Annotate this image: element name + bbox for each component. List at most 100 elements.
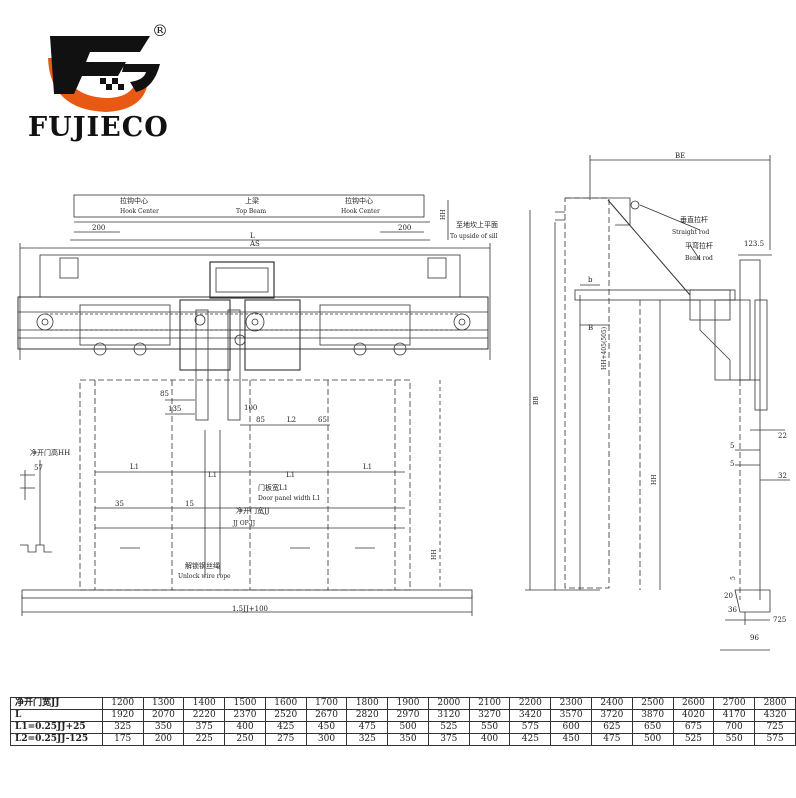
dim-HH: HH <box>651 475 658 485</box>
L1-b: L1 <box>208 471 217 479</box>
side-wall <box>564 197 610 589</box>
spec-cell: 1500 <box>224 697 266 710</box>
spec-cell: 325 <box>101 721 144 734</box>
spec-cell: 575 <box>509 721 552 734</box>
spec-cell: 350 <box>142 721 185 734</box>
L1-a: L1 <box>130 463 139 471</box>
dim-5b: 5 <box>730 460 734 468</box>
L1-c: L1 <box>286 471 295 479</box>
hook-center-right-en: Hook Center <box>341 208 380 215</box>
spec-cell: 1600 <box>264 697 307 710</box>
logo-g-hook <box>122 64 160 92</box>
spec-cell: 2100 <box>468 697 511 710</box>
dim-36: 36 <box>728 606 737 614</box>
spec-cell: 400 <box>468 733 511 746</box>
spec-cell: 2300 <box>550 697 592 710</box>
logo-flag-2 <box>112 78 118 84</box>
fujieco-logo: ® <box>48 21 168 112</box>
hook-center-left-cn: 拉钩中心 <box>120 196 148 205</box>
dim-BB: BB <box>533 396 540 405</box>
spec-cell: 2800 <box>754 697 796 710</box>
dim-96: 96 <box>750 634 759 642</box>
dim-5c: 5 <box>730 576 737 580</box>
spec-cell: 2070 <box>142 709 185 722</box>
spec-cell: 3120 <box>427 709 470 722</box>
spec-row-label: L2=0.25JJ-125 <box>10 733 103 746</box>
spec-cell: 3720 <box>591 709 633 722</box>
spec-cell: 3270 <box>468 709 511 722</box>
spec-cell: 2600 <box>672 697 715 710</box>
sill-en: To upside of sill <box>450 233 498 240</box>
dim-L: L <box>250 232 255 240</box>
clear-height-cn: 净开门高HH <box>30 448 70 457</box>
spec-cell: 550 <box>713 733 756 746</box>
dim-15: 15 <box>185 500 194 508</box>
motor-box <box>209 261 275 299</box>
dim-HH405: HH+405(505) <box>601 327 608 370</box>
spec-cell: 3870 <box>631 709 674 722</box>
hook-center-left-en: Hook Center <box>120 208 159 215</box>
spec-cell: 600 <box>550 721 592 734</box>
spec-cell: 425 <box>509 733 552 746</box>
dim-B: B <box>588 324 593 332</box>
sill <box>21 589 473 599</box>
spec-cell: 1800 <box>346 697 389 710</box>
dim-85: 85 <box>160 390 169 398</box>
dim-200-left: 200 <box>92 224 105 232</box>
spec-cell: 575 <box>754 733 796 746</box>
spec-cell: 300 <box>305 733 348 746</box>
spec-cell: 400 <box>224 721 266 734</box>
spec-cell: 1900 <box>387 697 429 710</box>
dim-85b: 85 <box>256 416 265 424</box>
dim-35: 35 <box>115 500 124 508</box>
spec-cell: 725 <box>754 721 796 734</box>
spec-cell: 2400 <box>591 697 633 710</box>
spec-cell: 525 <box>427 721 470 734</box>
spec-cell: 375 <box>427 733 470 746</box>
bend-rod-cn: 平弯拉杆 <box>685 241 713 250</box>
unlock-cn: 解锁钢丝绳 <box>185 561 220 570</box>
spec-row-label: 净开门宽JJ <box>10 697 103 710</box>
top-beam-cn: 上梁 <box>245 196 259 205</box>
spec-cell: 500 <box>387 721 429 734</box>
spec-cell: 2200 <box>509 697 552 710</box>
hanger-rail <box>17 296 489 350</box>
spec-cell: 2700 <box>713 697 756 710</box>
brand-name: FUJIECO <box>28 112 169 143</box>
spec-cell: 425 <box>264 721 307 734</box>
clear-width-en: JJ OP-JJ <box>232 520 256 527</box>
spec-cell: 275 <box>264 733 307 746</box>
door-panel-en: Door panel width L1 <box>258 495 320 502</box>
spec-cell: 4020 <box>672 709 715 722</box>
dim-22: 22 <box>778 432 787 440</box>
top-beam-label-box <box>73 194 425 218</box>
spec-cell: 4320 <box>754 709 796 722</box>
spec-cell: 1700 <box>305 697 348 710</box>
spec-cell: 175 <box>101 733 144 746</box>
spec-cell: 3570 <box>550 709 592 722</box>
spec-cell: 475 <box>346 721 389 734</box>
dim-57: 57 <box>34 464 43 472</box>
logo-flag-1 <box>100 78 106 84</box>
technical-drawing: 拉钩中心 Hook Center 上梁 Top Beam 拉钩中心 Hook C… <box>17 152 790 651</box>
spec-cell: 525 <box>672 733 715 746</box>
logo-flag-4 <box>118 84 124 90</box>
spec-cell: 2370 <box>224 709 266 722</box>
spec-cell: 1200 <box>101 697 144 710</box>
bend-rod-en: Bend rod <box>685 255 713 262</box>
logo-flag-3 <box>106 84 112 90</box>
top-beam-en: Top Beam <box>236 208 266 215</box>
spec-cell: 475 <box>591 733 633 746</box>
spec-cell: 1300 <box>142 697 185 710</box>
logo-orange-arc <box>48 58 148 112</box>
spec-cell: 3420 <box>509 709 552 722</box>
bottom-dim: 1.5JJ+100 <box>232 605 268 613</box>
spec-cell: 2500 <box>631 697 674 710</box>
hook-center-right-cn: 拉钩中心 <box>345 196 373 205</box>
logo-black-f <box>50 36 150 94</box>
spec-cell: 225 <box>183 733 226 746</box>
